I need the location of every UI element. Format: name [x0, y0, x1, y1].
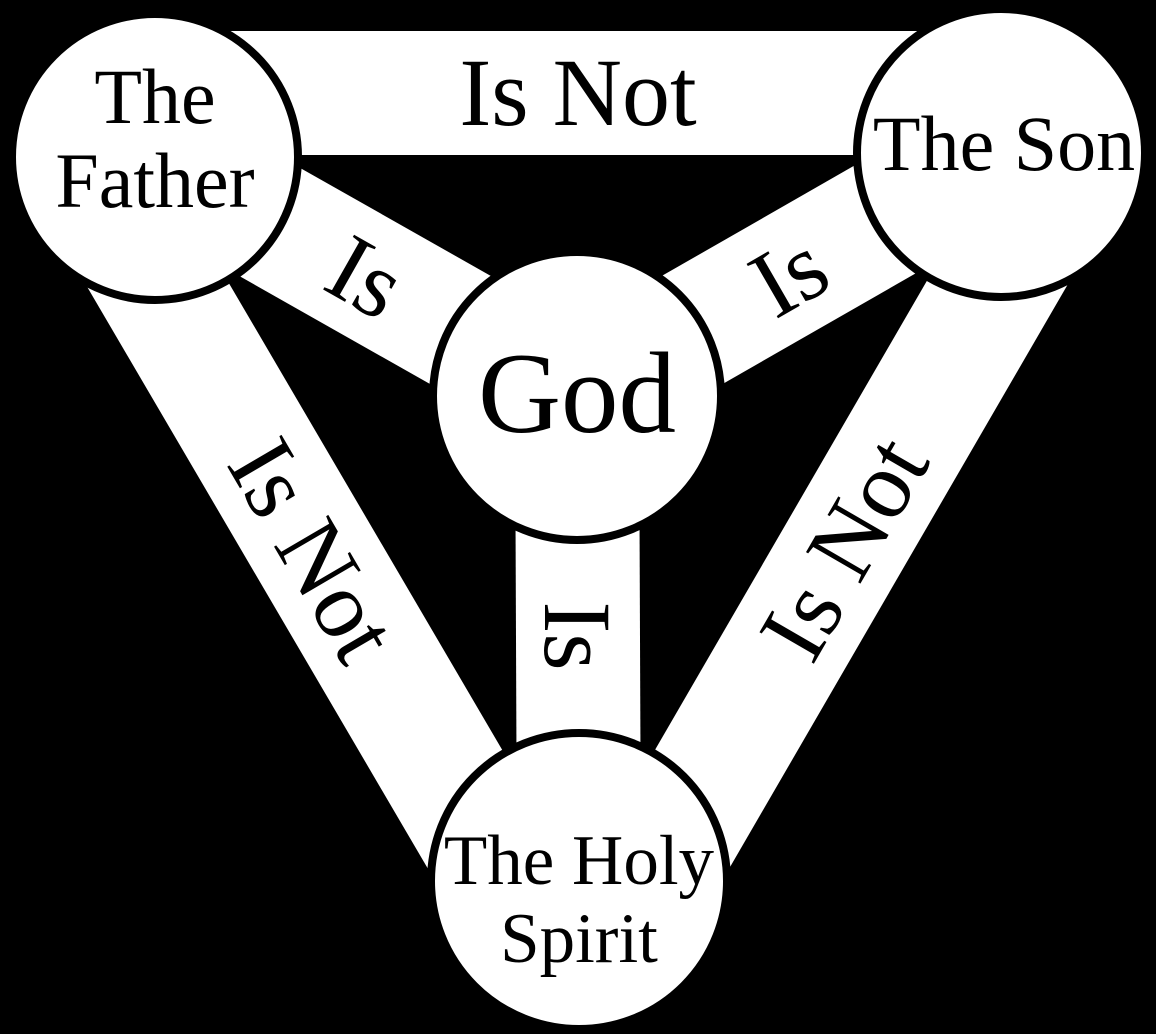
node-holy-spirit-circle: [427, 729, 731, 1033]
father-label-line2: Father: [55, 137, 254, 224]
node-god-circle: [429, 248, 725, 544]
band-son-spirit: [579, 153, 1108, 943]
father-son-label: Is Not: [459, 39, 697, 146]
band-father-spirit: [48, 157, 579, 944]
holy-spirit-label-line2: Spirit: [500, 900, 658, 978]
node-son-circle: [853, 5, 1149, 301]
god-label: God: [478, 330, 676, 457]
node-father-circle: [8, 10, 302, 304]
son-label: The Son: [873, 100, 1135, 187]
node-labels: The Father The Son God The Holy Spirit: [55, 53, 1135, 978]
god-spirit-label: Is: [524, 601, 631, 670]
band-father-son: [155, 31, 1001, 155]
node-circles: [8, 5, 1149, 1033]
holy-spirit-label-line1: The Holy: [444, 822, 715, 900]
father-label-line1: The: [94, 53, 215, 140]
